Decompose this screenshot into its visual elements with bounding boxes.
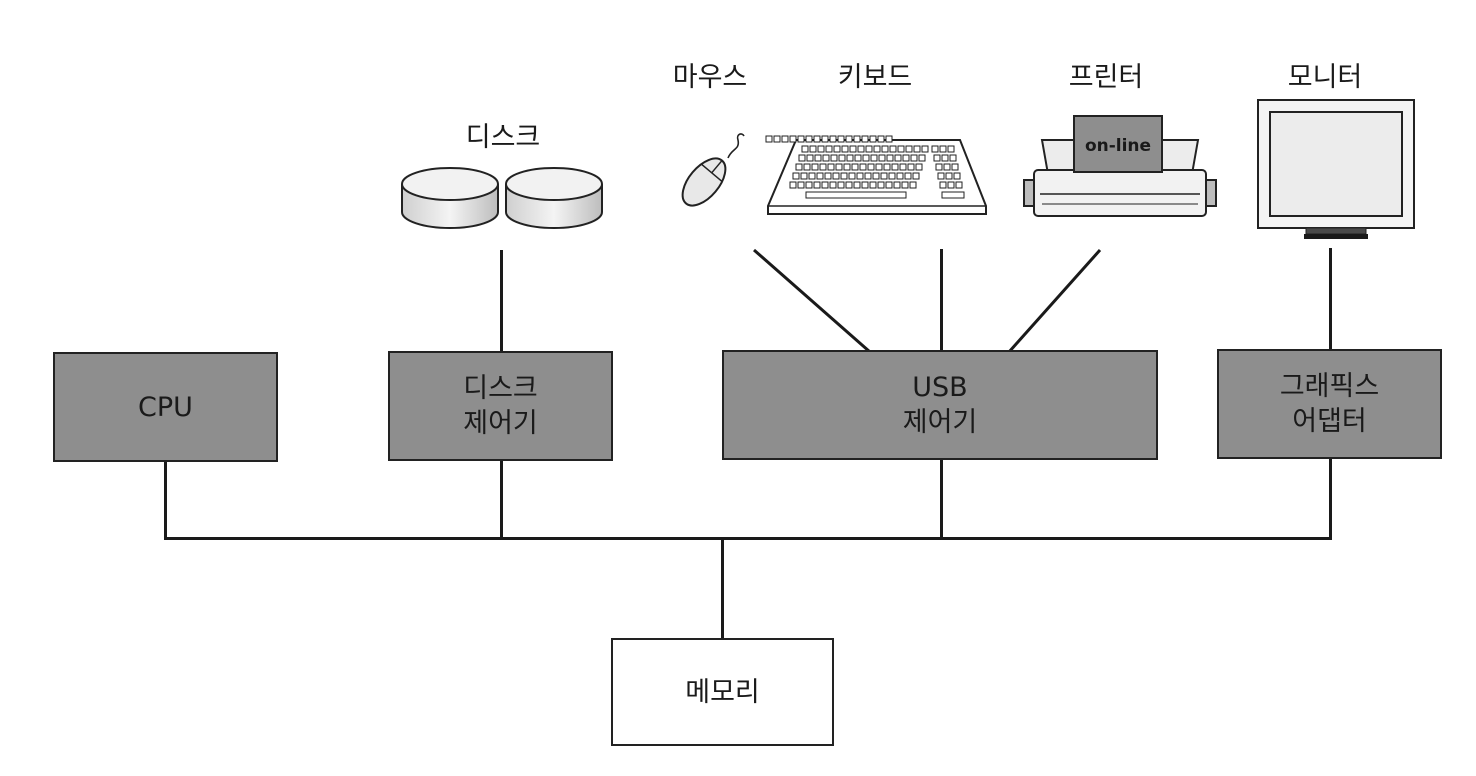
memory-label: 메모리 xyxy=(685,676,760,708)
printer-label: 프린터 xyxy=(1068,62,1144,93)
disk-label: 디스크 xyxy=(465,122,541,153)
memory-bus-connector xyxy=(721,537,724,639)
mouse-wire xyxy=(753,248,871,354)
monitor-icon xyxy=(1257,99,1415,239)
cpu-box: CPU xyxy=(53,352,278,462)
disk-icon xyxy=(401,167,603,229)
graphics-adapter-box: 그래픽스 어댑터 xyxy=(1217,349,1442,459)
cpu-bus-connector xyxy=(164,461,167,539)
usb-controller-label-line1: USB xyxy=(912,372,968,403)
keyboard-label: 키보드 xyxy=(837,62,913,93)
disk-controller-label-line2: 제어기 xyxy=(463,408,538,439)
monitor-label: 모니터 xyxy=(1287,62,1363,93)
disk-wire xyxy=(500,250,503,353)
mouse-icon xyxy=(681,133,745,207)
graphics-adapter-label-line2: 어댑터 xyxy=(1292,406,1367,437)
usb-controller-bus-connector xyxy=(940,459,943,539)
keyboard-icon xyxy=(765,135,987,215)
usb-controller-label-line2: 제어기 xyxy=(902,407,978,438)
memory-box: 메모리 xyxy=(611,638,834,746)
disk-controller-label-line1: 디스크 xyxy=(463,373,538,404)
usb-controller-box: USB 제어기 xyxy=(722,350,1158,460)
graphics-adapter-bus-connector xyxy=(1329,458,1332,539)
monitor-wire xyxy=(1329,248,1332,351)
disk-controller-bus-connector xyxy=(500,460,503,539)
cpu-label: CPU xyxy=(138,391,193,423)
graphics-adapter-label-line1: 그래픽스 xyxy=(1279,371,1380,402)
printer-wire xyxy=(1007,249,1102,353)
keyboard-wire xyxy=(940,249,943,352)
printer-icon: on-line xyxy=(1023,115,1217,217)
system-bus-line xyxy=(164,537,1332,540)
printer-panel-text: on-line xyxy=(1085,136,1151,156)
mouse-label: 마우스 xyxy=(672,62,748,93)
disk-controller-box: 디스크 제어기 xyxy=(388,351,613,461)
